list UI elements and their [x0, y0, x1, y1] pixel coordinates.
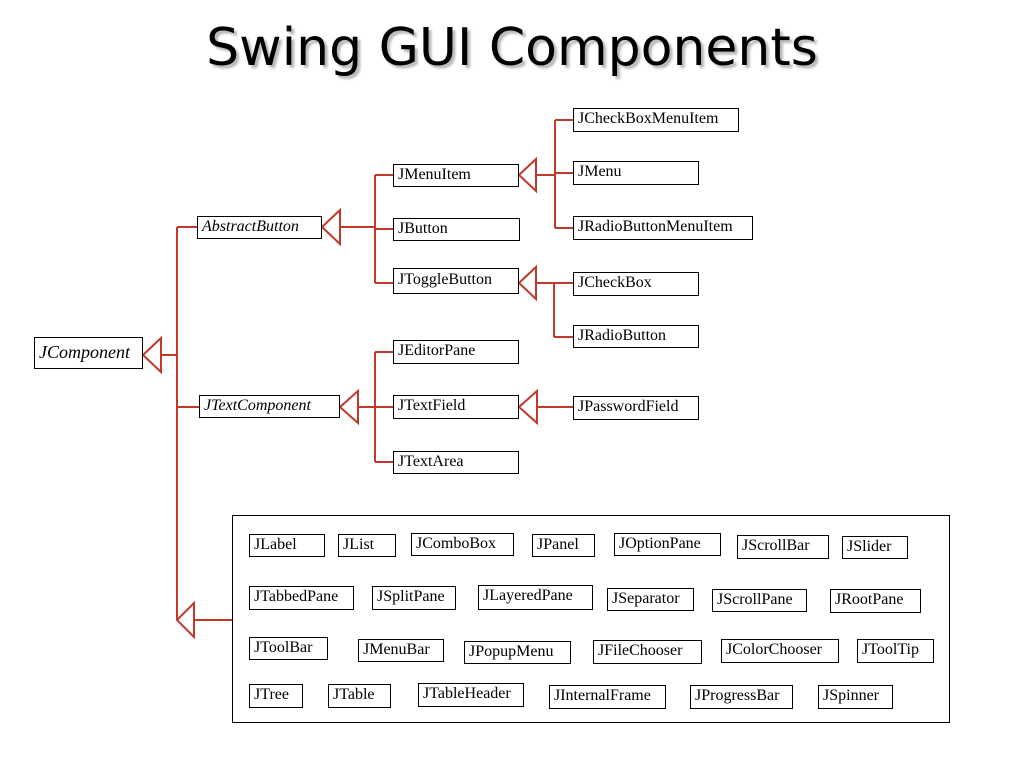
class-box-jcomponent: JComponent — [34, 337, 143, 369]
arrow-jtextfield — [517, 388, 538, 426]
class-box-jcolorchooser: JColorChooser — [721, 639, 839, 663]
class-box-jpopupmenu: JPopupMenu — [464, 641, 571, 664]
arrow-jtogglebutton — [517, 264, 537, 302]
class-box-jtextarea: JTextArea — [393, 451, 519, 474]
class-box-jtextfield: JTextField — [393, 395, 519, 419]
class-box-jmenubar: JMenuBar — [358, 639, 444, 662]
class-box-jtoolbar: JToolBar — [249, 637, 328, 660]
class-box-jtree: JTree — [249, 684, 303, 708]
arrow-root — [141, 335, 162, 375]
class-box-jcombobox: JComboBox — [411, 533, 514, 556]
class-box-jpanel: JPanel — [532, 534, 595, 557]
class-box-jbutton: JButton — [393, 218, 520, 241]
class-box-jlayeredpane: JLayeredPane — [478, 585, 593, 610]
class-box-jslider: JSlider — [842, 536, 908, 559]
class-box-abstractbutton: AbstractButton — [197, 216, 322, 239]
class-box-jeditorpane: JEditorPane — [393, 340, 519, 364]
class-box-jcheckboxmenuitem: JCheckBoxMenuItem — [573, 108, 739, 132]
class-box-jprogressbar: JProgressBar — [690, 685, 793, 709]
class-box-jseparator: JSeparator — [607, 588, 694, 611]
class-box-jtable: JTable — [328, 684, 391, 708]
class-box-jscrollpane: JScrollPane — [712, 589, 807, 612]
class-box-jtogglebutton: JToggleButton — [393, 268, 519, 294]
class-box-jmenuitem: JMenuItem — [393, 164, 519, 187]
class-box-joptionpane: JOptionPane — [614, 533, 721, 556]
class-box-jtabbedpane: JTabbedPane — [249, 586, 354, 610]
class-box-jrootpane: JRootPane — [830, 589, 921, 613]
class-box-jsplitpane: JSplitPane — [372, 586, 456, 610]
arrow-text-component — [338, 388, 359, 426]
class-box-jradiobuttonmenuitem: JRadioButtonMenuItem — [573, 216, 753, 240]
arrow-jmenuitem — [517, 156, 537, 194]
arrow-group — [175, 600, 195, 640]
class-box-jtooltip: JToolTip — [857, 639, 934, 663]
class-box-jlist: JList — [338, 534, 396, 557]
arrow-abstract-button — [320, 207, 341, 247]
class-box-jtableheader: JTableHeader — [418, 683, 524, 707]
slide-title: Swing GUI Components — [206, 18, 818, 78]
class-box-jfilechooser: JFileChooser — [593, 640, 702, 664]
class-box-jcheckbox: JCheckBox — [573, 272, 699, 296]
class-box-jpasswordfield: JPasswordField — [573, 396, 699, 420]
class-box-jspinner: JSpinner — [818, 685, 893, 709]
class-box-jscrollbar: JScrollBar — [737, 535, 829, 559]
class-box-jlabel: JLabel — [249, 534, 325, 557]
class-box-jtextcomponent: JTextComponent — [199, 395, 340, 418]
class-box-jinternalframe: JInternalFrame — [549, 685, 666, 709]
class-box-jmenu: JMenu — [573, 161, 699, 185]
class-box-jradiobutton: JRadioButton — [573, 325, 699, 348]
other-components-group — [232, 515, 950, 723]
